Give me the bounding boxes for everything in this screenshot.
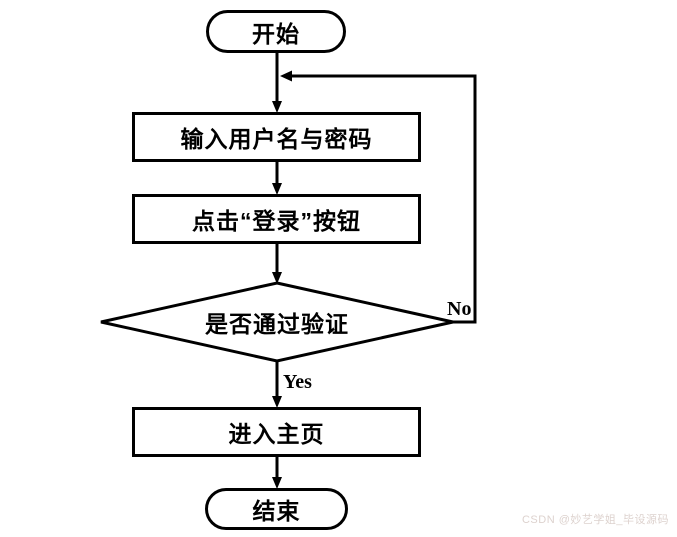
node-enter-home-label: 进入主页: [228, 421, 325, 447]
node-verify-decision-label: 是否通过验证: [205, 311, 349, 337]
edge-label-yes: Yes: [283, 371, 312, 393]
arrowhead-into-home: [272, 396, 282, 408]
node-click-login: 点击“登录”按钮: [132, 194, 421, 244]
node-input-credentials-label: 输入用户名与密码: [180, 126, 373, 152]
arrowhead-into-verify: [272, 272, 282, 284]
watermark: CSDN @妙艺学姐_毕设源码: [521, 514, 669, 526]
node-verify-decision: 是否通过验证: [99, 283, 455, 361]
edge-label-no: No: [447, 298, 472, 320]
arrowhead-into-end: [272, 477, 282, 489]
arrowhead-into-input: [272, 101, 282, 113]
arrowheads: [272, 70, 292, 489]
arrowhead-into-click: [272, 183, 282, 195]
node-start: 开始: [206, 10, 346, 53]
node-input-credentials: 输入用户名与密码: [132, 112, 421, 162]
node-start-label: 开始: [252, 20, 300, 47]
decision-diamond-shape: [100, 281, 454, 363]
node-enter-home: 进入主页: [132, 407, 421, 457]
node-end-label: 结束: [252, 498, 301, 524]
node-click-login-label: 点击“登录”按钮: [192, 208, 361, 234]
arrowhead-no-loop: [280, 70, 292, 82]
edge-lines: [275, 53, 477, 480]
node-end: 结束: [205, 488, 348, 530]
edge-verify-no-loop: [292, 74, 477, 324]
